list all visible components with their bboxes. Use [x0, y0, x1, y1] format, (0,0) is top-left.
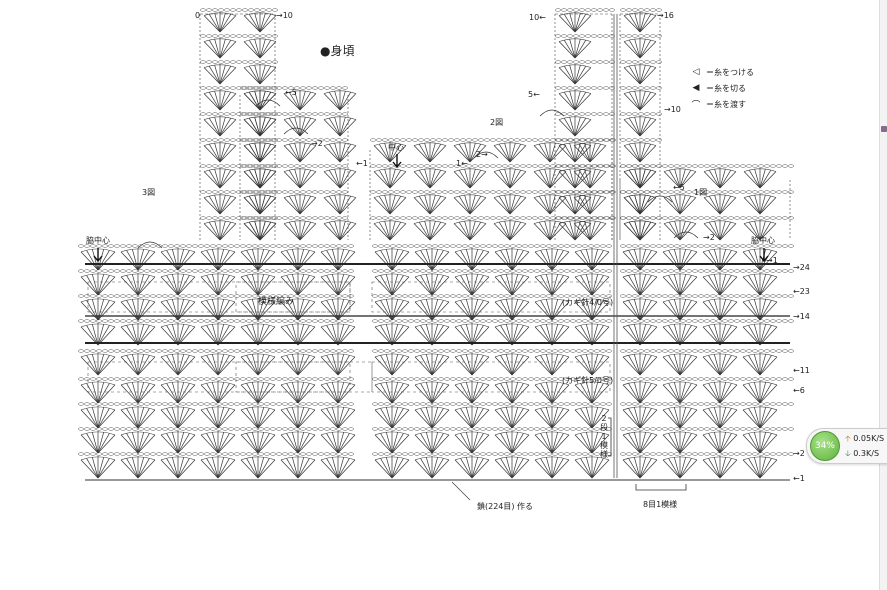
row-label-left-2: →2: [311, 139, 323, 148]
download-arrow-icon: 🡣: [845, 449, 851, 458]
side-center-left-label: 脇中心: [86, 236, 110, 245]
legend-item-attach: ◁ ＝糸をつける: [690, 64, 754, 80]
upload-speed-value: 0.05K/S: [853, 434, 885, 443]
carry-yarn-icon: ⌒: [691, 100, 701, 111]
hook-upper-label: (カギ針4/0号): [562, 298, 614, 307]
row-label-body-11: ←11: [793, 366, 810, 375]
download-speed-value: 0.3K/S: [853, 449, 880, 458]
row-label-left-5: ←5: [285, 88, 297, 97]
pattern-label: 模様編み: [258, 297, 295, 307]
row-label-body-14: →14: [793, 312, 810, 321]
row-label-left-0: 0: [195, 11, 201, 20]
legend-item-cut: ◀ ＝糸を切る: [690, 80, 754, 96]
row-label-body-23: ←23: [793, 287, 810, 296]
attach-yarn-icon: ◁: [692, 67, 700, 77]
row-label-back-1: →1: [766, 256, 778, 265]
upload-speed: 🡡 0.05K/S: [845, 433, 884, 447]
cut-yarn-icon: ◀: [692, 83, 700, 93]
legend-label-carry: ＝糸を渡す: [706, 99, 746, 109]
row-label-right-5: 5←: [528, 90, 540, 99]
row-label-right-2: 2→: [476, 150, 488, 159]
window-scrollbar[interactable]: [879, 0, 887, 590]
row-label-back-16: →16: [657, 11, 674, 20]
row-label-body-24: →24: [793, 263, 810, 272]
row-label-back-2: →2: [703, 233, 715, 242]
side-center-right-label: 脇中心: [751, 236, 775, 245]
row-label-back-5: ←5: [673, 183, 685, 192]
page-title: ●身頃: [320, 44, 355, 58]
hook-lower-label: (カギ針5/0号): [562, 376, 614, 385]
figure-label-1: 1図: [694, 188, 708, 197]
network-usage-gauge: 34%: [810, 431, 840, 461]
legend-label-attach: ＝糸をつける: [706, 67, 754, 77]
upload-arrow-icon: 🡡: [845, 434, 851, 443]
row-label-right-1: 1←: [456, 159, 468, 168]
scrollbar-marker: [881, 126, 887, 132]
row-label-back-10: →10: [664, 105, 681, 114]
legend: ◁ ＝糸をつける ◀ ＝糸を切る ⌒ ＝糸を渡す: [690, 64, 754, 112]
legend-label-cut: ＝糸を切る: [706, 83, 746, 93]
row-label-body-6: ←6: [793, 386, 805, 395]
network-speed-widget[interactable]: 34% 🡡 0.05K/S 🡣 0.3K/S: [806, 428, 887, 464]
figure-label-3: 3図: [142, 188, 156, 197]
repeat-label: 8目1模様: [643, 500, 678, 509]
row-label-left-1: ←1: [356, 159, 368, 168]
row-label-left-10: →10: [276, 11, 293, 20]
figure-label-2: 2図: [490, 118, 504, 127]
foundation-label: 鎖(224目) 作る: [477, 502, 534, 511]
legend-item-carry: ⌒ ＝糸を渡す: [690, 96, 754, 112]
row-label-body-2: →2: [793, 449, 805, 458]
download-speed: 🡣 0.3K/S: [845, 448, 879, 462]
row-label-body-1: ←1: [793, 474, 805, 483]
center-label: 中心: [388, 143, 404, 152]
row-label-right-10: 10←: [529, 13, 546, 22]
